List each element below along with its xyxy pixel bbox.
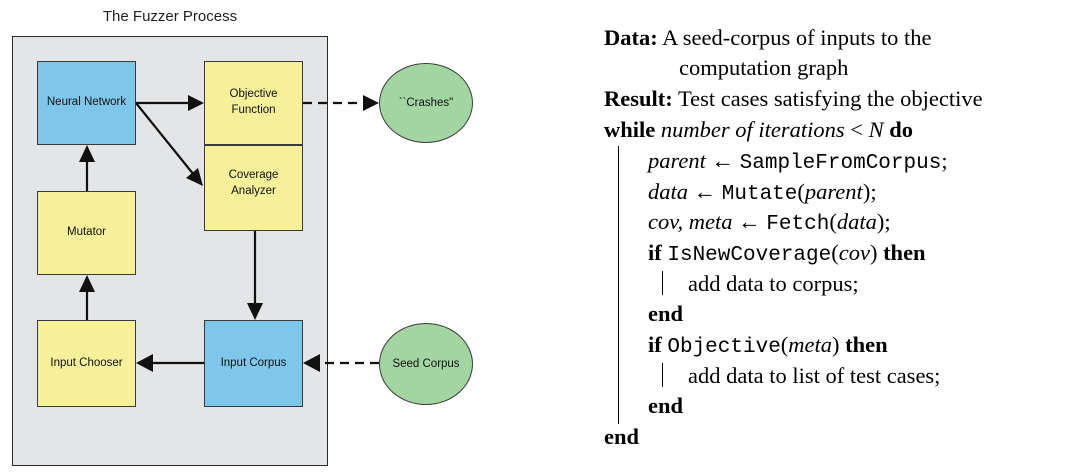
seed-corpus-circle: Seed Corpus (379, 323, 473, 405)
arrowhead-nn-to-coverage (186, 168, 203, 186)
data-text-1: A seed-corpus of inputs to the (662, 25, 932, 50)
arrowhead-seed-to-corpus (303, 354, 320, 372)
input-chooser-label: Input Chooser (50, 356, 123, 369)
semicolon-1: ; (941, 148, 948, 173)
coverage-analyzer-label: Coverage Analyzer (228, 169, 279, 197)
algo-add-to-corpus: add data to corpus; (688, 271, 859, 296)
input-corpus-node: Input Corpus (204, 320, 303, 407)
algo-result-line: Result: Test cases satisfying the object… (604, 86, 983, 111)
then-keyword-2: then (845, 332, 888, 357)
data-text-2: computation graph (679, 55, 849, 80)
if2-body-bar (662, 363, 663, 387)
algo-end-if-2: end (648, 393, 684, 418)
objective-function-node: Objective Function (204, 61, 303, 145)
algo-data-line: Data: A seed-corpus of inputs to the (604, 25, 932, 50)
arrowhead-mutator-to-nn (79, 145, 95, 162)
input-corpus-label: Input Corpus (220, 356, 287, 369)
var-cov-meta: cov, meta (648, 209, 733, 234)
fn-fetch: Fetch (766, 213, 830, 236)
fn-objective: Objective (667, 336, 781, 359)
algo-if-coverage: if IsNewCoverage(cov) then (648, 240, 926, 267)
result-keyword: Result: (604, 86, 673, 111)
while-limit: N (868, 117, 884, 142)
algo-line-parent: parent ← SampleFromCorpus; (648, 148, 948, 175)
neural-network-label: Neural Network (46, 96, 127, 109)
crashes-circle: ``Crashes" (379, 63, 473, 143)
arrow-nn-to-coverage (135, 102, 195, 176)
if1-body-text: add data to corpus; (688, 271, 859, 296)
diagram-arrows (79, 95, 379, 372)
mutator-label: Mutator (67, 226, 106, 239)
while-keyword: while (604, 117, 656, 142)
if-keyword-1: if (648, 240, 662, 265)
algo-end-while: end (604, 424, 640, 449)
fn-sample-from-corpus: SampleFromCorpus (739, 152, 942, 175)
less-than: < (844, 117, 869, 142)
semicolon-3: ; (884, 209, 891, 234)
algo-if-objective: if Objective(meta) then (648, 332, 888, 359)
if2-body-text: add data to list of test cases; (688, 363, 941, 388)
coverage-analyzer-node: Coverage Analyzer (204, 145, 303, 231)
if1-body-bar (662, 271, 663, 295)
while-body-bar (618, 146, 619, 424)
data-keyword: Data: (604, 25, 658, 50)
arrowhead-nn-to-objective (188, 95, 204, 111)
var-data: data (648, 179, 689, 204)
neural-network-node: Neural Network (37, 61, 136, 145)
arrowhead-chooser-to-mutator (79, 275, 95, 292)
assign-arrow-2: ← (688, 179, 722, 204)
then-keyword-1: then (883, 240, 926, 265)
algo-line-data: data ← Mutate(parent); (648, 179, 877, 206)
arrowhead-coverage-to-corpus (247, 303, 263, 320)
arg-cov: cov (838, 240, 870, 265)
result-text: Test cases satisfying the objective (677, 86, 983, 111)
if-keyword-2: if (648, 332, 662, 357)
algo-add-to-test-cases: add data to list of test cases; (688, 363, 941, 388)
algo-while-line: while number of iterations < N do (604, 117, 913, 142)
crashes-label: ``Crashes" (398, 97, 454, 109)
arg-meta: meta (788, 332, 833, 357)
var-parent: parent (648, 148, 706, 173)
algo-line-fetch: cov, meta ← Fetch(data); (648, 209, 891, 236)
fn-mutate: Mutate (721, 183, 798, 206)
diagram-title: The Fuzzer Process (102, 8, 238, 25)
do-keyword: do (889, 117, 913, 142)
arg-data: data (836, 209, 877, 234)
algo-end-if-1: end (648, 301, 684, 326)
seed-corpus-label: Seed Corpus (392, 358, 460, 370)
assign-arrow-1: ← (705, 148, 740, 173)
arg-parent: parent (804, 179, 863, 204)
input-chooser-node: Input Chooser (37, 320, 136, 407)
assign-arrow-3: ← (732, 209, 767, 234)
arrowhead-corpus-to-chooser (136, 354, 153, 372)
fn-is-new-coverage: IsNewCoverage (667, 244, 832, 267)
mutator-node: Mutator (37, 191, 136, 275)
while-condition: number of iterations (660, 117, 845, 142)
arrowhead-objective-to-crashes (363, 95, 379, 111)
end-keyword-outer: end (604, 424, 640, 449)
algo-data-line-2: computation graph (679, 55, 849, 80)
semicolon-2: ; (870, 179, 877, 204)
objective-function-label: Objective Function (229, 88, 278, 116)
end-keyword-1: end (648, 301, 684, 326)
end-keyword-2: end (648, 393, 684, 418)
